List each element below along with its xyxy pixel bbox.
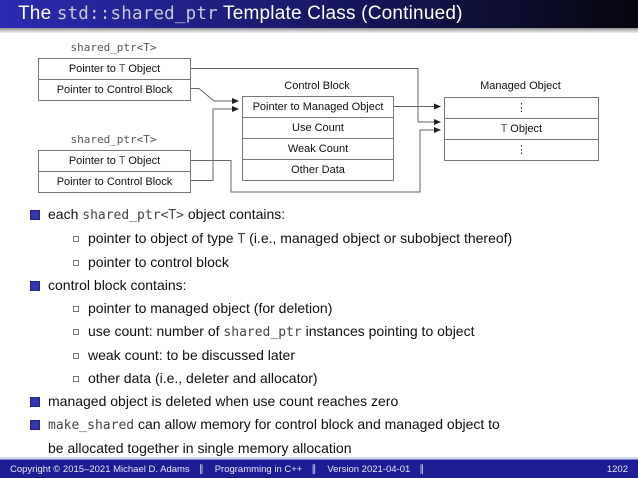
bullet-text: can allow memory for control block and m… <box>134 416 500 432</box>
label-text: Object <box>125 63 161 75</box>
cb-row-managed-ptr: Pointer to Managed Object <box>252 101 384 113</box>
bullet-text: object contains: <box>184 206 286 222</box>
footer-bar: Copyright © 2015–2021 Michael D. Adams ∥… <box>0 459 638 478</box>
managed-object-box: ⋮ T Object ⋮ <box>444 97 599 161</box>
bullet-text: pointer to object of type <box>88 230 238 246</box>
sharedptr2-row-tptr: Pointer to T Object <box>39 151 190 171</box>
bullet-control-block-contains: control block contains: <box>28 274 624 297</box>
bullet-square-icon <box>30 281 40 291</box>
sharedptr1-row-tptr: Pointer to T Object <box>39 59 190 79</box>
bullet-square-icon <box>30 210 40 220</box>
sharedptr1-box: Pointer to T Object Pointer to Control B… <box>38 58 191 101</box>
sharedptr2-label: shared_ptr<T> <box>70 133 157 146</box>
footer-separator-icon: ∥ <box>198 463 204 475</box>
arrow-sp1-to-controlblock <box>189 88 239 104</box>
bullet-code: T <box>237 232 246 247</box>
bullet-managed-object-deleted: managed object is deleted when use count… <box>28 390 624 413</box>
subbullet-pointer-to-control-block: pointer to control block <box>28 251 624 274</box>
bullet-text: other data (i.e., deleter and allocator) <box>88 370 318 386</box>
label-code: T <box>118 63 126 75</box>
label-text: Pointer to <box>68 63 119 75</box>
mo-row-dots-bottom: ⋮ <box>445 139 598 160</box>
bullet-list: each shared_ptr<T> object contains: poin… <box>28 203 624 460</box>
subbullet-use-count: use count: number of shared_ptr instance… <box>28 320 624 344</box>
label-code: T <box>118 155 126 167</box>
sharedptr1-row-cbptr: Pointer to Control Block <box>39 79 190 100</box>
bullet-text: control block contains: <box>48 277 187 293</box>
bullet-code: shared_ptr <box>223 325 302 340</box>
cb-row-weak-count: Weak Count <box>243 138 393 159</box>
sharedptr2-row-cbptr: Pointer to Control Block <box>39 171 190 192</box>
cb-row-other-data: Other Data <box>243 159 393 180</box>
sharedptr1-label: shared_ptr<T> <box>70 41 157 54</box>
subbullet-square-icon <box>73 376 79 382</box>
cb-row-use-count: Use Count <box>243 117 393 138</box>
shared-ptr-diagram: shared_ptr<T> Pointer to T Object Pointe… <box>0 0 638 210</box>
arrow-sp2-to-tobject <box>189 127 441 193</box>
title-bar: The std::shared_ptr Template Class (Cont… <box>0 0 638 28</box>
title-code: std::shared_ptr <box>56 4 218 24</box>
bullet-text: (i.e., managed object or subobject there… <box>245 230 513 246</box>
arrow-sp1-to-tobject <box>189 68 441 125</box>
footer-page-number: 1202 <box>606 463 628 475</box>
control-block-box: Pointer to Managed Object Use Count Weak… <box>242 96 394 181</box>
footer-separator-icon: ∥ <box>419 463 425 475</box>
label-text: Pointer to <box>68 155 119 167</box>
bullet-text: pointer to control block <box>88 254 229 270</box>
bullet-text-continuation: be allocated together in single memory a… <box>48 440 352 456</box>
footer-version: Version 2021-04-01 <box>327 463 411 475</box>
title-bar-shadow <box>0 28 638 33</box>
subbullet-pointer-to-object: pointer to object of type T (i.e., manag… <box>28 227 624 251</box>
subbullet-pointer-to-managed-object: pointer to managed object (for deletion) <box>28 297 624 320</box>
title-pre: The <box>18 3 57 24</box>
bullet-text: use count: number of <box>88 323 224 339</box>
mo-row-tobject: T Object <box>445 118 598 139</box>
mo-row-dots-top: ⋮ <box>516 102 527 114</box>
bullet-square-icon <box>30 420 40 430</box>
managed-object-label: Managed Object <box>480 80 561 92</box>
subbullet-square-icon <box>73 353 79 359</box>
sharedptr2-box: Pointer to T Object Pointer to Control B… <box>38 150 191 193</box>
footer-separator-icon: ∥ <box>311 463 317 475</box>
subbullet-other-data: other data (i.e., deleter and allocator) <box>28 367 624 390</box>
bullet-text: each <box>48 206 83 222</box>
page-title: The std::shared_ptr Template Class (Cont… <box>0 3 463 25</box>
bullet-code: shared_ptr<T> <box>82 208 184 223</box>
bullet-text: instances pointing to object <box>301 323 475 339</box>
label-text: Object <box>507 123 543 135</box>
subbullet-square-icon <box>73 260 79 266</box>
bullet-text: weak count: to be discussed later <box>88 347 296 363</box>
bullet-text: pointer to managed object (for deletion) <box>88 300 333 316</box>
bullet-square-icon <box>30 397 40 407</box>
footer-course: Programming in C++ <box>214 463 303 475</box>
connector-lines <box>189 68 441 193</box>
subbullet-square-icon <box>73 236 79 242</box>
bullet-each-sharedptr: each shared_ptr<T> object contains: <box>28 203 624 227</box>
title-post: Template Class (Continued) <box>217 3 463 24</box>
control-block-label: Control Block <box>284 80 350 92</box>
bullet-text: managed object is deleted when use count… <box>48 393 399 409</box>
subbullet-weak-count: weak count: to be discussed later <box>28 344 624 367</box>
subbullet-square-icon <box>73 306 79 312</box>
arrow-sp2-to-controlblock <box>189 106 239 181</box>
bullet-code: make_shared <box>48 418 135 433</box>
bullet-make-shared: make_shared can allow memory for control… <box>28 413 624 460</box>
footer-copyright: Copyright © 2015–2021 Michael D. Adams <box>10 463 190 475</box>
subbullet-square-icon <box>73 329 79 335</box>
label-code: T <box>500 123 508 135</box>
label-text: Object <box>125 155 161 167</box>
